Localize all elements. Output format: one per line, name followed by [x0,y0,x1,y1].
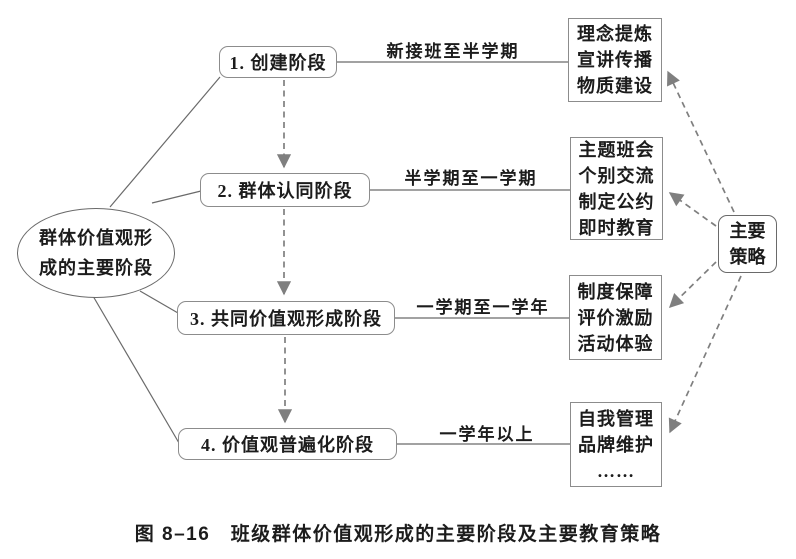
duration-label-1: 新接班至半学期 [386,42,520,61]
strategy-box-3: 制度保障 评价激励 活动体验 [569,275,662,360]
strategy-box-4: 自我管理 品牌维护 …… [570,402,662,487]
strategy-arrow-2 [668,192,717,227]
duration-label-2: 半学期至一学期 [404,169,538,188]
connector-source-stage4 [92,295,180,444]
duration-label-3: 一学期至一学年 [416,298,550,317]
strategy-box-1: 理念提炼 宣讲传播 物质建设 [568,18,662,102]
connector-source-stage2 [151,190,202,204]
stage-1-box: 1. 创建阶段 [219,46,337,78]
strategy-box-2: 主题班会 个别交流 制定公约 即时教育 [570,137,663,240]
stage-3-box: 3. 共同价值观形成阶段 [177,301,395,335]
stage-2-box: 2. 群体认同阶段 [200,173,370,207]
connector-source-stage1 [109,76,221,208]
stage-4-box: 4. 价值观普遍化阶段 [178,428,397,460]
strategy-arrow-1 [667,70,735,213]
strategy-arrow-3 [668,261,717,308]
source-ellipse: 群体价值观形 成的主要阶段 [17,208,175,298]
connector-source-stage3 [139,290,179,314]
figure-caption: 图 8–16 班级群体价值观形成的主要阶段及主要教育策略 [134,524,662,545]
strategy-node: 主要 策略 [718,215,777,273]
strategy-arrow-4 [668,275,742,434]
duration-label-4: 一学年以上 [439,425,535,444]
